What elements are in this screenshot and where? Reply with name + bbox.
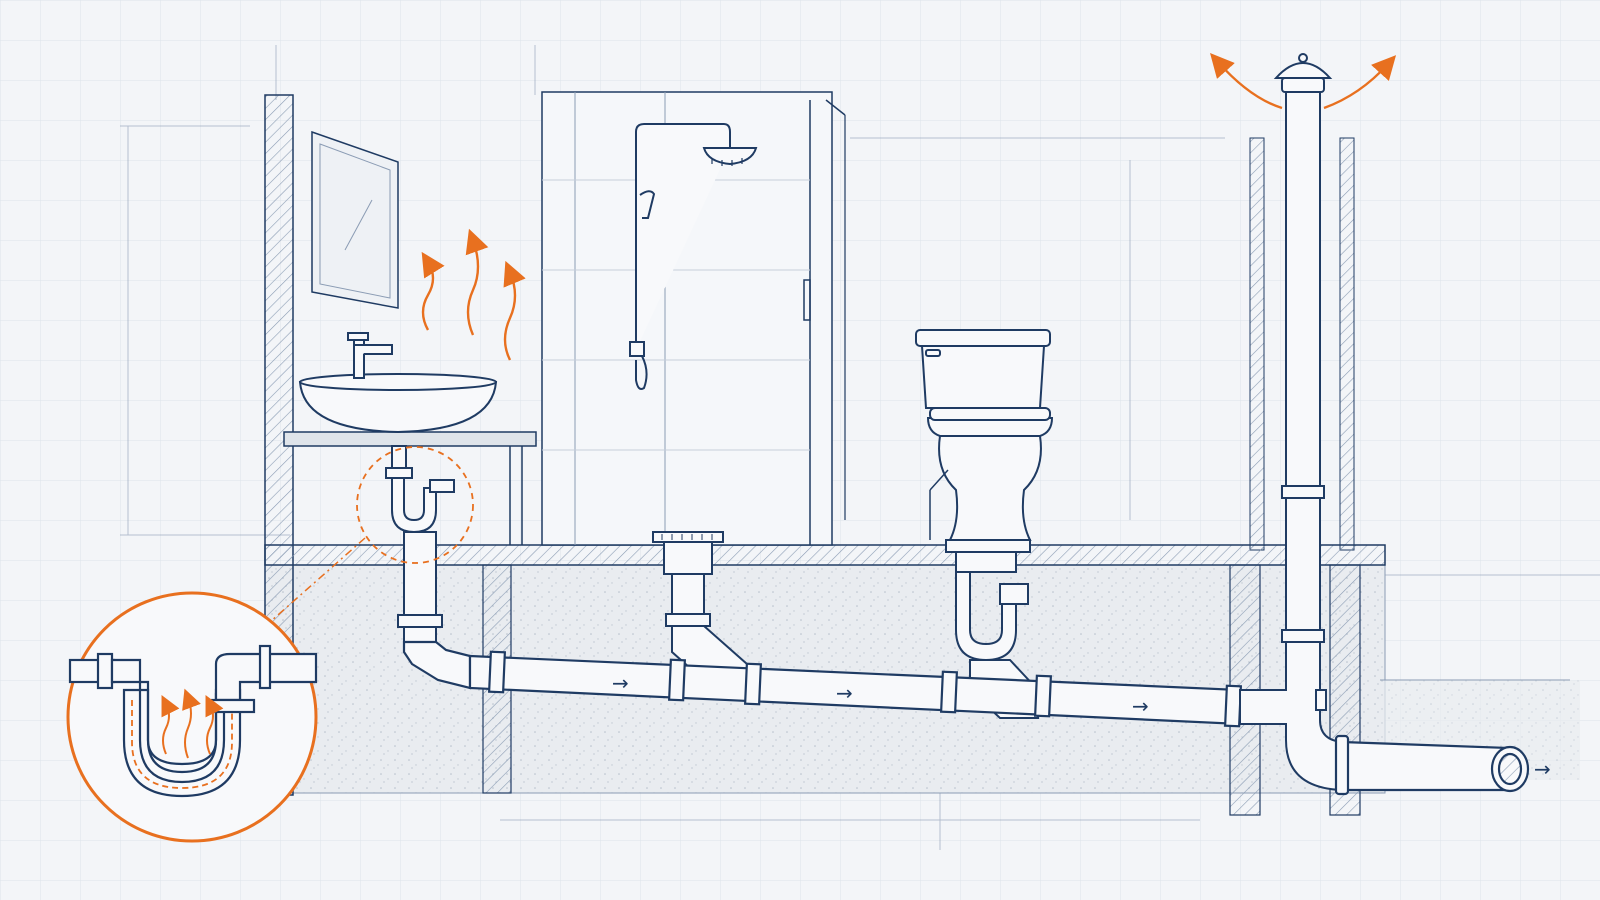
floor-drain-icon [652, 531, 757, 701]
trap-callout-ring [356, 446, 474, 564]
faucet-icon [347, 332, 393, 379]
chase-wall-right [1339, 137, 1355, 551]
main-drain-pipe [402, 640, 1243, 728]
chase-wall-left [1249, 137, 1265, 551]
flow-arrows: → → → → [612, 671, 1551, 781]
flow-arrow: → [1132, 694, 1149, 718]
toilet-icon [915, 329, 1054, 541]
vent-exhaust-arrows [1210, 53, 1397, 110]
trap-detail-inset [66, 591, 318, 843]
callout-leader [269, 537, 366, 623]
sink-icon [298, 373, 498, 434]
p-trap-icon [385, 445, 455, 643]
mirror-icon [311, 130, 399, 309]
sewer-pipe-icon [1334, 734, 1530, 796]
flow-arrow: → [1534, 757, 1551, 781]
flow-arrow: → [612, 671, 629, 695]
shower-head-icon [629, 123, 758, 390]
vent-cap-icon [1273, 53, 1333, 93]
vent-stack [1239, 89, 1343, 792]
sewer-gas-arrows [421, 228, 526, 361]
flow-arrow: → [836, 681, 853, 705]
vanity-counter [283, 431, 537, 447]
